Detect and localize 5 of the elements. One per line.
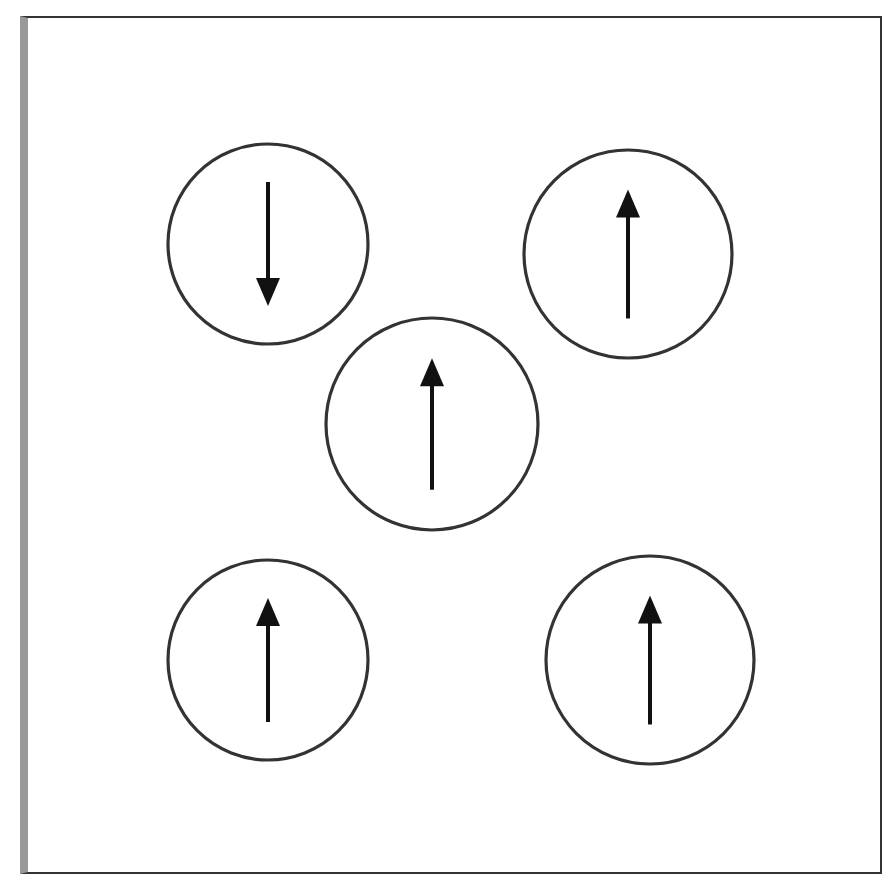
circle [520, 146, 736, 362]
circle [164, 140, 372, 348]
circle [542, 552, 758, 768]
circle [322, 314, 542, 534]
circle [164, 556, 372, 764]
